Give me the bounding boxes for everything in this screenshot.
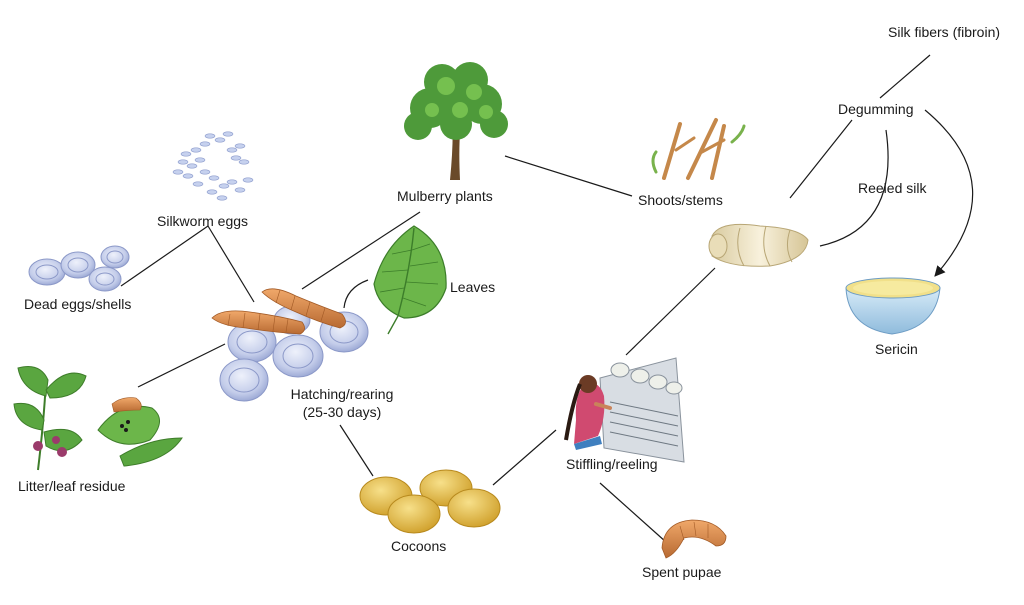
line-stiffling-silk	[625, 267, 716, 356]
line-mulberry-hatching	[301, 211, 421, 290]
line-leaves-hatching	[343, 279, 369, 309]
label-mulberry-plants: Mulberry plants	[397, 188, 493, 204]
label-sericin: Sericin	[875, 341, 918, 357]
silkworm-larvae-image	[211, 288, 346, 335]
label-stiffling-reeling: Stiffling/reeling	[566, 456, 658, 472]
arrow-degumming-sericin	[924, 109, 974, 277]
label-shoots-stems: Shoots/stems	[638, 192, 723, 208]
leaf-image	[373, 225, 447, 335]
silk-bundle-image	[708, 223, 809, 267]
silkworm-eggs-image	[172, 131, 254, 201]
sericin-bowl-image	[845, 277, 941, 335]
line-cocoons-stiffling	[492, 429, 557, 486]
shoots-stems-image	[651, 118, 746, 180]
reeling-machine-image	[564, 357, 685, 463]
connector-lines	[120, 54, 974, 543]
line-degumming-silk	[789, 119, 853, 199]
label-litter-leaf-residue: Litter/leaf residue	[18, 478, 126, 494]
label-spent-pupae: Spent pupae	[642, 564, 722, 580]
line-stiffling-pupae	[599, 482, 667, 543]
line-degumming-reeledsilk	[819, 129, 889, 247]
line-eggs-deadeggs	[120, 225, 209, 287]
hatching-eggs-image	[219, 305, 369, 402]
label-cocoons: Cocoons	[391, 538, 447, 554]
label-hatching-rearing: Hatching/rearing	[290, 386, 394, 402]
line-mulberry-shoots	[504, 155, 633, 197]
spent-pupae-image	[661, 519, 727, 559]
label-leaves: Leaves	[450, 279, 496, 295]
line-hatching-litter	[137, 343, 226, 388]
label-hatching-duration: (25-30 days)	[302, 404, 382, 420]
litter-leaf-residue-image	[13, 366, 183, 471]
line-silkfibers-degumming	[879, 54, 931, 99]
label-reeled-silk: Reeled silk	[858, 180, 927, 196]
label-degumming: Degumming	[838, 101, 914, 117]
label-dead-eggs: Dead eggs/shells	[24, 296, 132, 312]
line-eggs-hatching	[207, 225, 255, 303]
label-silkworm-eggs: Silkworm eggs	[157, 213, 249, 229]
label-silk-fibers: Silk fibers (fibroin)	[888, 24, 1001, 40]
cocoons-image	[359, 469, 501, 534]
mulberry-tree-image	[404, 62, 508, 180]
dead-eggs-image	[28, 245, 130, 292]
line-hatching-cocoons	[339, 424, 374, 477]
